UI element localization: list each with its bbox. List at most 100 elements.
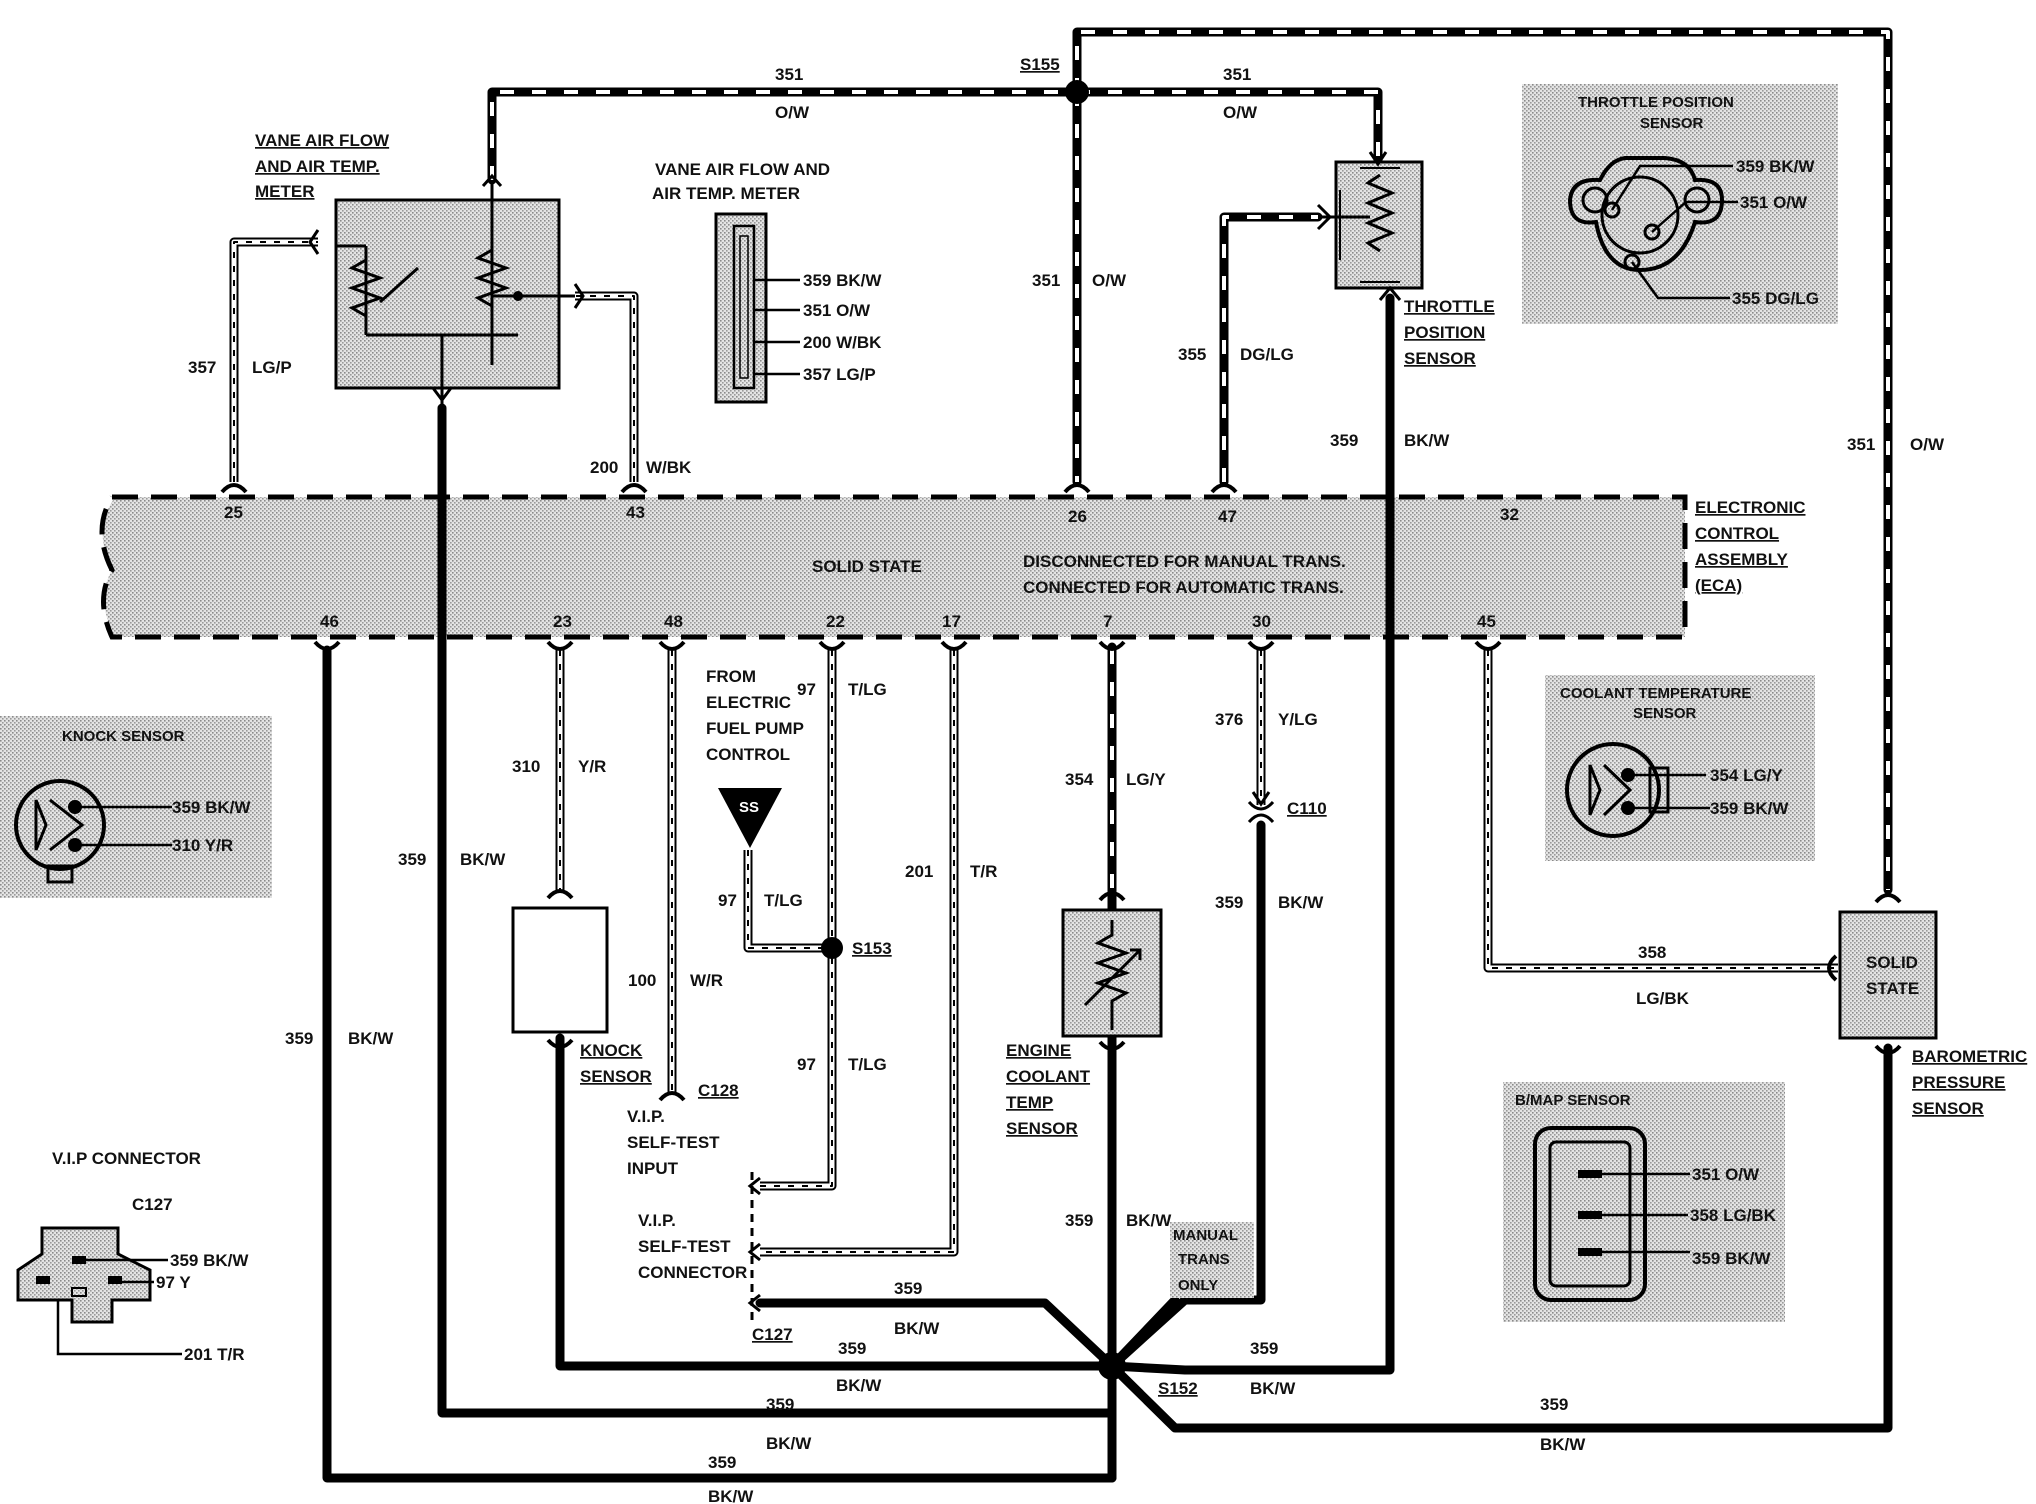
wire-color: W/R: [690, 971, 723, 990]
c110-connector: [1247, 791, 1275, 824]
knock-sensor: KNOCK SENSOR: [511, 889, 652, 1086]
splice-s155-label: S155: [1020, 55, 1060, 74]
vip-connector-pin: 359 BK/W: [170, 1251, 249, 1270]
vaf-label-3: METER: [255, 182, 315, 201]
wire-num: 359: [894, 1279, 922, 1298]
vaf-conn-title-2: AIR TEMP. METER: [652, 184, 800, 203]
wire-num: 97: [718, 891, 737, 910]
wire-color: BK/W: [836, 1376, 882, 1395]
tps-label-2: POSITION: [1404, 323, 1485, 342]
manual-only-1: MANUAL: [1173, 1227, 1238, 1244]
eca-pin: 7: [1103, 612, 1112, 631]
wire-color: BK/W: [1126, 1211, 1172, 1230]
vip-input-label-3: INPUT: [627, 1159, 679, 1178]
eca-pin: 43: [626, 503, 645, 522]
coolant-panel-title-2: SENSOR: [1633, 705, 1697, 722]
eca-pin: 45: [1477, 612, 1496, 631]
ect-label-3: TEMP: [1006, 1093, 1053, 1112]
wire-357-lgp: [229, 237, 318, 482]
manual-trans-only-box: MANUAL TRANS ONLY: [1170, 1222, 1254, 1298]
manual-only-3: ONLY: [1178, 1277, 1218, 1294]
vaf-conn-pin: 351 O/W: [803, 301, 871, 320]
vaf-conn-title-1: VANE AIR FLOW AND: [655, 160, 830, 179]
fuel-pump-label-4: CONTROL: [706, 745, 790, 764]
eca-pin: 47: [1218, 507, 1237, 526]
wire-num: 351: [1847, 435, 1875, 454]
barometric-pressure-sensor: SOLID STATE BAROMETRIC PRESSURE SENSOR: [1827, 893, 2027, 1118]
vip-conn-label-3: CONNECTOR: [638, 1263, 747, 1282]
wire-num: 359: [1330, 431, 1358, 450]
bmap-sensor-panel: B/MAP SENSOR 351 O/W 358 LG/BK 359 BK/W: [1503, 1082, 1785, 1322]
vip-conn-label-1: V.I.P.: [638, 1211, 676, 1230]
splice-s152-dot: [1098, 1352, 1126, 1380]
tps-connector-panel: THROTTLE POSITION SENSOR 359 BK/W 351 O/…: [1522, 84, 1838, 324]
fuel-pump-label-1: FROM: [706, 667, 756, 686]
vip-input-label-2: SELF-TEST: [627, 1133, 720, 1152]
wire-color: T/LG: [848, 680, 887, 699]
knock-sensor-label-2: SENSOR: [580, 1067, 652, 1086]
wire-color: LG/P: [252, 358, 292, 377]
wire-color: BK/W: [1404, 431, 1450, 450]
coolant-panel-pin: 354 LG/Y: [1710, 766, 1783, 785]
eca-label-1: ELECTRONIC: [1695, 498, 1806, 517]
wire-color: BK/W: [348, 1029, 394, 1048]
baro-label-1: BAROMETRIC: [1912, 1047, 2027, 1066]
eca-pin: 30: [1252, 612, 1271, 631]
wire-359-bkw-ground: [322, 293, 1893, 1483]
eca-pin: 17: [942, 612, 961, 631]
wire-97-tlg: [743, 650, 837, 1191]
eca-pin: 22: [826, 612, 845, 631]
wire-num: 359: [766, 1395, 794, 1414]
wire-color: LG/Y: [1126, 770, 1166, 789]
wire-color: O/W: [1092, 271, 1127, 290]
wire-color: Y/R: [578, 757, 606, 776]
baro-label-2: PRESSURE: [1912, 1073, 2006, 1092]
vaf-conn-pin: 357 LG/P: [803, 365, 876, 384]
tps-label-3: SENSOR: [1404, 349, 1476, 368]
c128-label: C128: [698, 1081, 739, 1100]
wire-num: 359: [708, 1453, 736, 1472]
wire-355-dglg: [1219, 212, 1323, 487]
splice-s153-label: S153: [852, 939, 892, 958]
wire-color: O/W: [1223, 103, 1258, 122]
vip-connector-title: V.I.P CONNECTOR: [52, 1149, 201, 1168]
ss-symbol-text: SS: [739, 799, 759, 816]
wire-color: BK/W: [766, 1434, 812, 1453]
wire-num: 351: [1223, 65, 1251, 84]
eca-pin: 32: [1500, 505, 1519, 524]
wire-num: 359: [838, 1339, 866, 1358]
eca-label-2: CONTROL: [1695, 524, 1779, 543]
vip-connector-pin: 97 Y: [156, 1273, 191, 1292]
wire-num: 357: [188, 358, 216, 377]
wire-color: W/BK: [646, 458, 692, 477]
tps-panel-pin: 355 DG/LG: [1732, 289, 1819, 308]
eca-module: SOLID STATE DISCONNECTED FOR MANUAL TRAN…: [99, 494, 1806, 640]
fuel-pump-feed: FROM ELECTRIC FUEL PUMP CONTROL SS: [706, 667, 804, 848]
baro-solid-1: SOLID: [1866, 953, 1918, 972]
vip-self-test: V.I.P. SELF-TEST INPUT V.I.P. SELF-TEST …: [627, 1091, 761, 1322]
wire-color: T/LG: [764, 891, 803, 910]
vaf-label-1: VANE AIR FLOW: [255, 131, 390, 150]
vip-conn-label-2: SELF-TEST: [638, 1237, 731, 1256]
vip-connector-code: C127: [132, 1195, 173, 1214]
eca-connector-cups: [220, 483, 1502, 651]
vane-air-flow-meter: VANE AIR FLOW AND AIR TEMP. METER: [255, 131, 585, 408]
eca-label-4: (ECA): [1695, 576, 1742, 595]
throttle-position-sensor: THROTTLE POSITION SENSOR: [1316, 151, 1495, 368]
wire-num: 359: [1250, 1339, 1278, 1358]
wire-num: 359: [1065, 1211, 1093, 1230]
wire-color: O/W: [1910, 435, 1945, 454]
manual-only-2: TRANS: [1178, 1251, 1230, 1268]
eca-note-automatic: CONNECTED FOR AUTOMATIC TRANS.: [1023, 578, 1344, 597]
coolant-panel-title-1: COOLANT TEMPERATURE: [1560, 685, 1751, 702]
bmap-panel-pin: 359 BK/W: [1692, 1249, 1771, 1268]
wire-num: 351: [1032, 271, 1060, 290]
tps-panel-pin: 351 O/W: [1740, 193, 1808, 212]
tps-panel-title-2: SENSOR: [1640, 115, 1704, 132]
wire-num: 359: [1540, 1395, 1568, 1414]
wire-358-lgbk: [1483, 650, 1838, 973]
wire-color: DG/LG: [1240, 345, 1294, 364]
wire-color: BK/W: [1278, 893, 1324, 912]
knock-panel-pin: 359 BK/W: [172, 798, 251, 817]
